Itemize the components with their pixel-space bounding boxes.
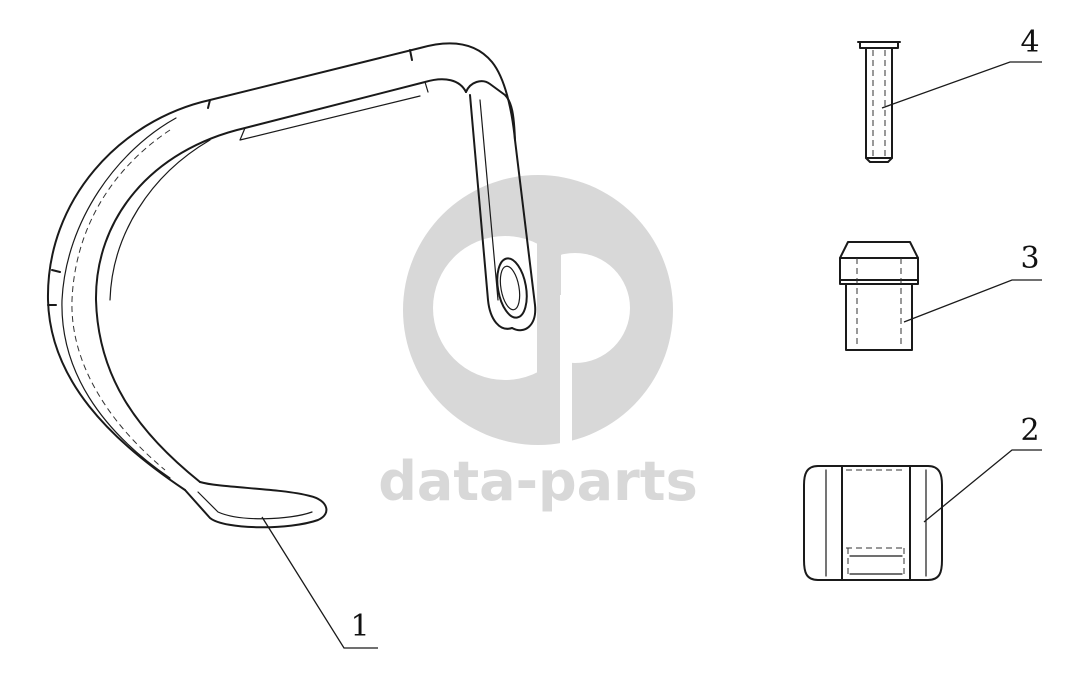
callout-label-4: 4 [1020,25,1039,60]
watermark: data-parts [378,175,698,513]
leader-line-4 [881,61,1042,109]
callout-4: 4 [881,25,1042,109]
part-2-nut [803,465,943,581]
part-3-bushing [839,241,919,351]
watermark-logo [403,175,673,445]
watermark-text: data-parts [378,450,697,513]
leader-line-1 [261,516,378,649]
callout-label-1: 1 [350,609,369,644]
callout-3: 3 [903,241,1042,323]
callout-1: 1 [261,516,378,649]
callout-label-3: 3 [1020,241,1039,276]
callout-label-2: 2 [1020,413,1039,448]
part-1-bracket [46,42,537,529]
leader-line-3 [903,279,1042,323]
leader-line-2 [923,449,1042,523]
part-4-pin [857,41,901,163]
callout-2: 2 [923,413,1042,523]
